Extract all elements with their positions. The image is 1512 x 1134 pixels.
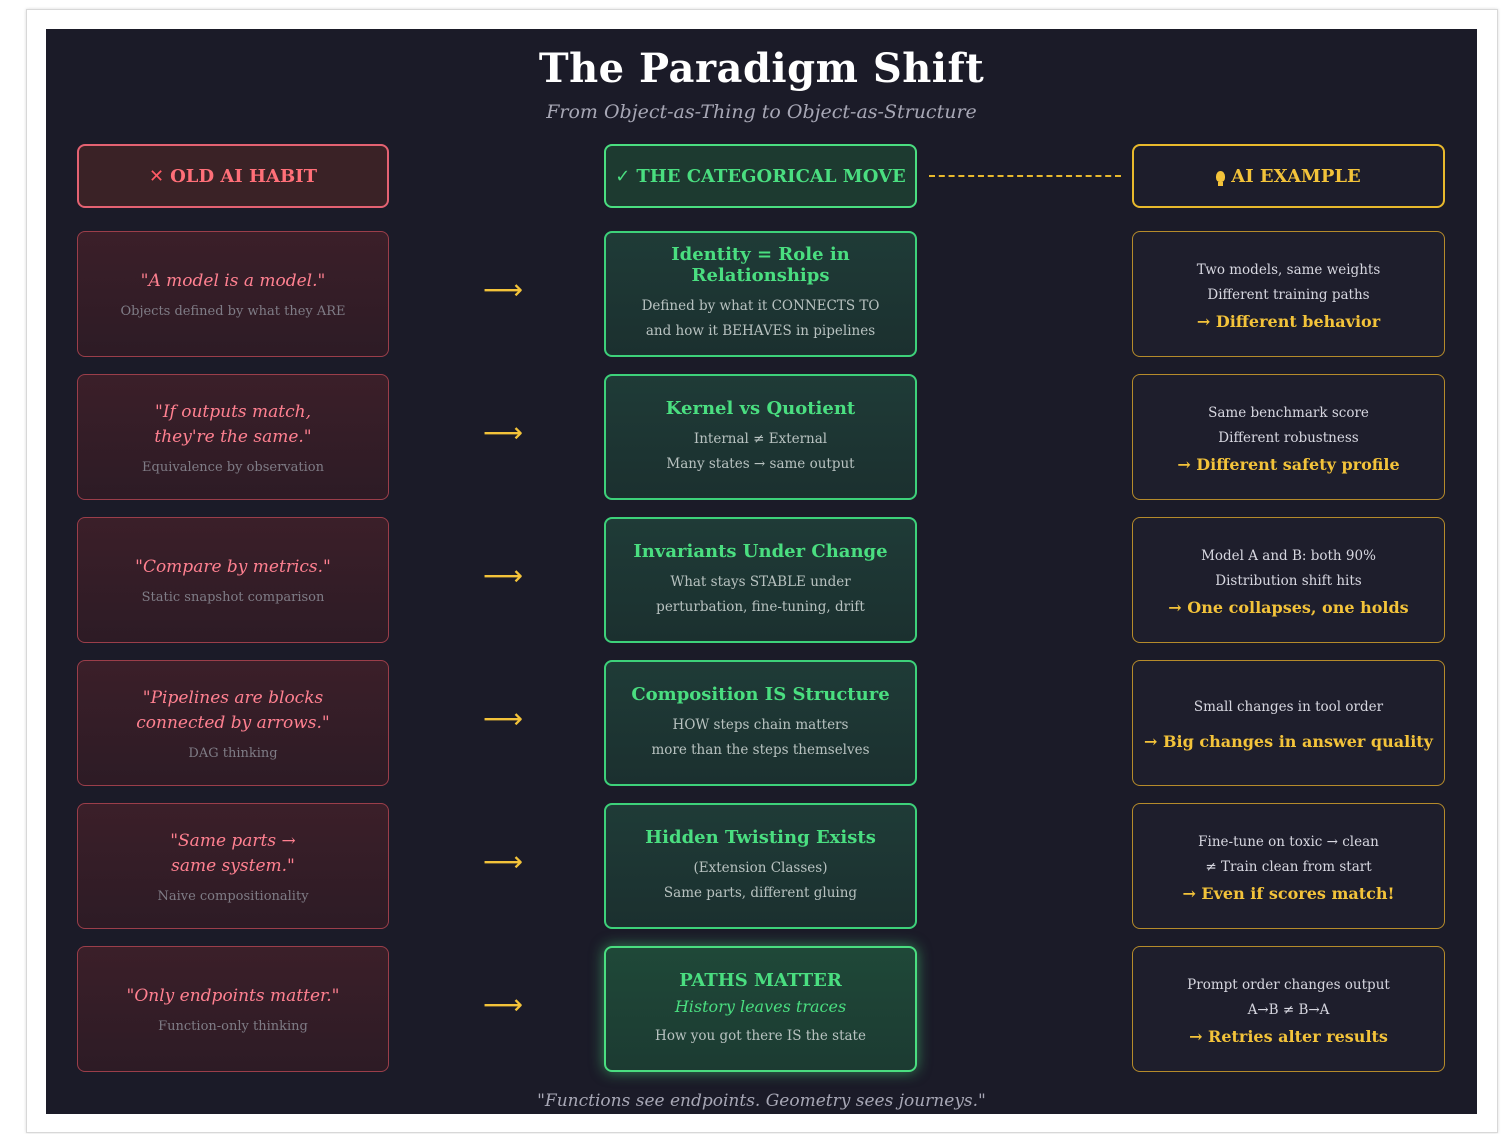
dashed-connector	[929, 175, 1121, 177]
old-habit-quote: they're the same."	[154, 426, 312, 447]
old-habit-card: "If outputs match, they're the same." Equi…	[77, 374, 389, 500]
old-habit-quote: "If outputs match,	[155, 401, 311, 422]
old-habit-description: Static snapshot comparison	[141, 590, 325, 605]
old-habit-quote: "A model is a model."	[140, 271, 326, 291]
ai-example-line: Model A and B: both 90%	[1201, 547, 1376, 564]
ai-example-result: → One collapses, one holds	[1168, 597, 1409, 617]
categorical-move-title: PATHS MATTER	[679, 969, 842, 991]
ai-example-line: Prompt order changes output	[1187, 976, 1390, 993]
old-habit-description: Function-only thinking	[158, 1019, 308, 1034]
categorical-move-line: Defined by what it CONNECTS TO	[641, 298, 880, 314]
old-habit-card: "Compare by metrics." Static snapshot com…	[77, 517, 389, 643]
ai-example-line: Same benchmark score	[1208, 404, 1369, 421]
ai-example-card: Model A and B: both 90% Distribution shif…	[1132, 517, 1445, 643]
right-arrow-icon: ⟶	[483, 702, 524, 735]
old-habit-description: Naive compositionality	[157, 888, 309, 904]
old-habit-card: "Pipelines are blocks connected by arrows…	[77, 660, 389, 786]
header-categorical-move: ✓ THE CATEGORICAL MOVE	[604, 144, 917, 208]
ai-example-card: Small changes in tool order → Big changes…	[1132, 660, 1445, 786]
ai-example-result: → Big changes in answer quality	[1144, 732, 1433, 751]
ai-example-line: Distribution shift hits	[1215, 572, 1362, 589]
header-categorical-label: THE CATEGORICAL MOVE	[636, 165, 906, 187]
cross-icon: ✕	[149, 165, 165, 187]
ai-example-result: → Different behavior	[1196, 311, 1381, 331]
categorical-move-line: more than the steps themselves	[651, 741, 870, 758]
ai-example-result: → Retries alter results	[1189, 1026, 1388, 1046]
ai-example-line: Two models, same weights	[1196, 261, 1381, 278]
old-habit-description: DAG thinking	[188, 745, 278, 761]
categorical-move-title: Hidden Twisting Exists	[645, 826, 876, 848]
old-habit-quote: connected by arrows."	[136, 712, 330, 733]
header-ai-example: AI EXAMPLE	[1132, 144, 1445, 208]
right-arrow-icon: ⟶	[483, 845, 524, 878]
categorical-move-line: What stays STABLE under	[670, 573, 851, 590]
header-old-label: OLD AI HABIT	[170, 165, 317, 187]
old-habit-card: "Only endpoints matter." Function-only th…	[77, 946, 389, 1072]
old-habit-card: "Same parts → same system." Naive composit…	[77, 803, 389, 929]
lightbulb-icon	[1216, 170, 1226, 186]
header-old-ai-habit: ✕ OLD AI HABIT	[77, 144, 389, 208]
footer-quote: "Functions see endpoints. Geometry sees …	[537, 1091, 986, 1111]
categorical-move-tagline: History leaves traces	[674, 996, 847, 1016]
categorical-move-title: Identity = Role in Relationships	[671, 244, 850, 286]
ai-example-line: Different training paths	[1207, 286, 1370, 303]
ai-example-line: ≠ Train clean from start	[1205, 858, 1372, 875]
ai-example-line: Fine-tune on toxic → clean	[1198, 833, 1379, 850]
ai-example-line: A→B ≠ B→A	[1247, 1001, 1330, 1018]
old-habit-card: "A model is a model." Objects defined by …	[77, 231, 389, 357]
old-habit-quote: "Same parts →	[170, 830, 296, 851]
checkmark-icon: ✓	[615, 165, 631, 187]
categorical-move-line: Same parts, different gluing	[663, 884, 858, 901]
right-arrow-icon: ⟶	[483, 559, 524, 592]
right-arrow-icon: ⟶	[483, 988, 524, 1021]
right-arrow-icon: ⟶	[483, 416, 524, 449]
categorical-move-title: Kernel vs Quotient	[665, 397, 856, 419]
header-example-label: AI EXAMPLE	[1231, 165, 1361, 187]
ai-example-line: Small changes in tool order	[1193, 699, 1384, 715]
old-habit-quote: "Only endpoints matter."	[126, 986, 340, 1006]
categorical-move-card: Hidden Twisting Exists (Extension Classes…	[604, 803, 917, 929]
diagram-canvas: The Paradigm Shift From Object-as-Thing …	[46, 29, 1477, 1114]
old-habit-quote: "Pipelines are blocks	[142, 687, 324, 708]
old-habit-description: Equivalence by observation	[142, 459, 324, 475]
right-arrow-icon: ⟶	[483, 273, 524, 306]
categorical-move-line: Many states → same output	[666, 455, 855, 472]
old-habit-quote: "Compare by metrics."	[135, 557, 331, 577]
diagram-subtitle: From Object-as-Thing to Object-as-Struct…	[546, 101, 977, 123]
categorical-move-line: How you got there IS the state	[655, 1027, 866, 1044]
diagram-title: The Paradigm Shift	[538, 45, 985, 92]
categorical-move-line: perturbation, fine-tuning, drift	[656, 598, 865, 615]
ai-example-result: → Different safety profile	[1177, 454, 1400, 474]
categorical-move-line: (Extension Classes)	[693, 859, 828, 876]
old-habit-description: Objects defined by what they ARE	[120, 304, 346, 319]
categorical-move-title: Invariants Under Change	[633, 540, 888, 562]
categorical-move-line: HOW steps chain matters	[672, 716, 849, 733]
ai-example-result: → Even if scores match!	[1182, 883, 1395, 903]
categorical-move-title: Composition IS Structure	[631, 683, 890, 705]
categorical-move-line: Internal ≠ External	[693, 430, 828, 447]
ai-example-line: Different robustness	[1218, 429, 1359, 446]
ai-example-card: Fine-tune on toxic → clean ≠ Train clean …	[1132, 803, 1445, 929]
old-habit-quote: same system."	[171, 855, 295, 876]
categorical-move-line: and how it BEHAVES in pipelines	[645, 323, 876, 339]
